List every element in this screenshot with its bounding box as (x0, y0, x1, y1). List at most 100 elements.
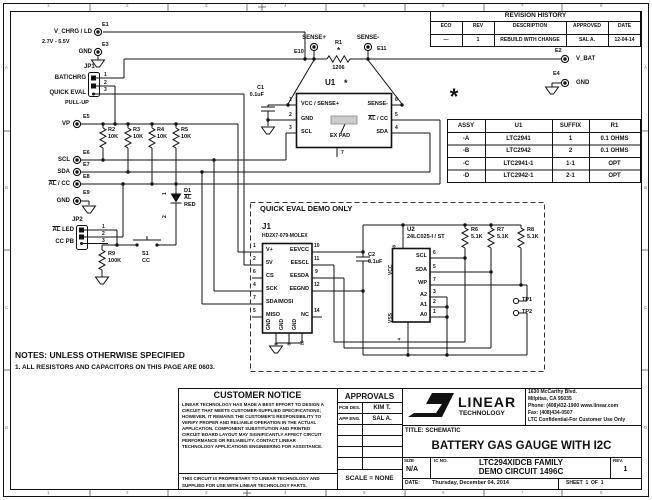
assy-cell: LTC2941 (506, 136, 531, 142)
zone-number: 3 (205, 3, 208, 8)
ic-body-u1 (295, 92, 393, 149)
jumper-jp1 (88, 72, 100, 97)
ground-symbol (261, 126, 275, 135)
net-label-alcc: AL / CC (48, 181, 70, 187)
u2-pin-label-vcc: VCC (388, 264, 394, 275)
resistor-value: 10K (157, 134, 168, 140)
zone-number: 6 (442, 490, 445, 495)
net-label-gnd-e9: GND (56, 198, 70, 204)
turret-e11 (363, 42, 373, 52)
revision-col-eco: ECO (440, 23, 452, 29)
notes-title: NOTES: UNLESS OTHERWISE SPECIFIED (15, 350, 185, 360)
assy-cell: LTC2942 (506, 148, 531, 154)
jp1-pin-number: 2 (104, 80, 107, 86)
j1-pin-label: 5V (266, 260, 273, 266)
jp2-pin-number: 1 (102, 224, 105, 230)
u1-pin-label: GND (301, 116, 314, 122)
j1-pin-number: 11 (314, 256, 320, 262)
zone-letter: C (5, 305, 9, 310)
company-address-line: Phone: (408)432-1900 www.linear.com (528, 403, 619, 409)
sheet-title: BATTERY GAS GAUGE WITH I2C (431, 440, 612, 452)
company-address-line: Milpitas, CA 95035 (528, 396, 572, 402)
led-function-label: AL (184, 195, 192, 201)
connector-body-j1 (261, 242, 313, 334)
assy-cell: 2 (568, 148, 573, 154)
j1-pin-number: 9 (315, 269, 318, 275)
switch-ref-s1: S1 (142, 251, 149, 257)
resistor-symbol-r2 (99, 127, 107, 149)
u2-pin-number: 5 (433, 264, 436, 270)
u1-pin-number: 5 (395, 112, 398, 118)
resistor-ref: R2 (108, 127, 116, 133)
u2-pin-label: SCL (416, 253, 427, 259)
j1-pin-label: SDA/MOSI (266, 299, 294, 305)
family-title: LTC294XIDCB FAMILY (478, 458, 563, 467)
resistor-symbol-r6 (461, 227, 469, 249)
resistor-value: 5.1K (527, 234, 539, 240)
zone-letter: C (644, 305, 648, 310)
j1-pin-label: EESDA (290, 273, 309, 279)
date-label: DATE: (405, 480, 420, 486)
net-label-vp: VP (61, 121, 70, 127)
j1-pin-label: EEVCC (290, 247, 309, 253)
j1-gnd-label: GND (279, 318, 285, 330)
net-label-senseminus: SENSE- (356, 35, 380, 41)
net-label-vbat: V_BAT (576, 56, 596, 62)
resistor-symbol-r8 (517, 227, 525, 249)
note-1: 1. ALL RESISTORS AND CAPACITORS ON THIS … (15, 364, 215, 371)
jp1-pin-number: 3 (104, 87, 107, 93)
title-label: TITLE: SCHEMATIC (405, 428, 461, 434)
size-value: N/A (406, 466, 419, 473)
u1-pin-label: SCL (301, 129, 312, 135)
turret-number-e10: E10 (294, 49, 304, 55)
u1-pad-pin-number: 7 (341, 150, 344, 156)
revision-col-rev: REV (472, 23, 484, 29)
turret-number-e11: E11 (377, 46, 387, 52)
turret-e1 (93, 27, 103, 37)
j1-pin-number: 7 (253, 295, 256, 301)
company-address-line: Fax: (408)434-0507 (528, 410, 573, 416)
turret-e2 (560, 54, 570, 64)
date-value: Thursday, December 04, 2014 (432, 480, 509, 486)
connector-part-j1: HD2X7-079-MOLEX (262, 233, 308, 239)
j1-pin-label: EEGND (289, 286, 309, 292)
resistor-value: 10K (108, 134, 119, 140)
assy-cell: -B (462, 148, 470, 154)
testpoint-label-tp2: TP2 (522, 309, 533, 315)
zone-number: 2 (126, 3, 129, 8)
assy-cell: 1-1 (566, 161, 575, 167)
j1-pin-number: 12 (314, 282, 320, 288)
u2-pin-number: 1 (433, 309, 436, 315)
u1-pin-number: 6 (395, 97, 398, 103)
turret-number-e3: E3 (102, 42, 109, 48)
j1-pin-number: 2 (253, 256, 256, 262)
u1-pin-number: 3 (289, 125, 292, 131)
j1-pin-label: MISO (266, 312, 281, 318)
turret-e9 (72, 196, 82, 206)
rev-label: REV. (613, 458, 624, 463)
customer-notice-line: HOWEVER, IT REMAINS THE CUSTOMER'S RESPO… (182, 414, 322, 419)
turret-e10 (309, 42, 319, 52)
assy-header: SUFFIX (559, 123, 582, 129)
j1-pin-number: 10 (314, 243, 320, 249)
zone-letter: D (644, 425, 648, 430)
ground-symbol (269, 345, 283, 354)
resistor-value: 10K (133, 134, 144, 140)
u2-pin-label: A0 (419, 312, 427, 318)
jp1-option-quickeval: QUICK EVAL (49, 90, 86, 96)
cap-value-c1: 0.1uF (249, 92, 264, 98)
zone-number: 6 (442, 3, 445, 8)
assy-cell: 2-1 (566, 173, 575, 179)
assy-cell: OPT (608, 161, 621, 167)
company-name: LINEAR (458, 394, 517, 410)
revision-row-date: 12-04-14 (614, 37, 635, 43)
j1-gnd-label: GND (266, 318, 272, 330)
u1-pin-number: 1 (289, 97, 292, 103)
sheet-info: SHEET 1 OF 1 (566, 480, 604, 486)
revision-col-date: DATE (617, 23, 632, 29)
j1-pin-number: 6 (253, 269, 256, 275)
customer-notice-line: LINEAR TECHNOLOGY HAS MADE A BEST EFFORT… (182, 402, 324, 407)
u1-pin-number: 4 (395, 125, 398, 131)
turret-number-e7: E7 (83, 162, 90, 168)
u2-pin-label: WP (418, 280, 427, 286)
